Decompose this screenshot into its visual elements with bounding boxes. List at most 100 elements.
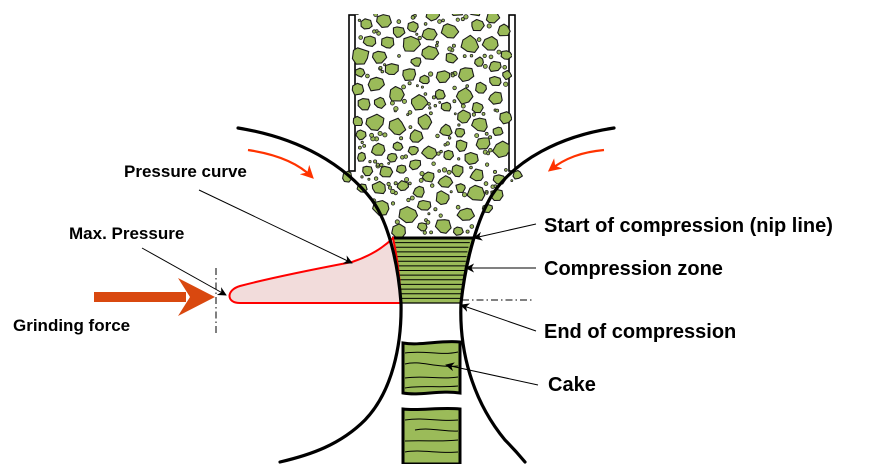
fine-particle: [400, 155, 405, 160]
fine-particle: [474, 133, 480, 139]
particle: [389, 85, 405, 102]
fine-particle: [407, 110, 413, 115]
particle: [395, 164, 407, 174]
particle: [409, 129, 424, 143]
particle: [396, 0, 412, 13]
particle: [355, 129, 367, 141]
fine-particle: [357, 145, 362, 150]
fine-particle: [445, 141, 450, 146]
fine-particle: [484, 162, 490, 167]
fine-particle: [387, 161, 391, 165]
fine-particle: [406, 113, 410, 117]
fine-particle: [438, 213, 443, 218]
fine-particle: [495, 108, 500, 113]
fine-particle: [369, 132, 375, 138]
particle: [434, 219, 452, 234]
particle: [354, 67, 366, 78]
fine-particle: [460, 103, 466, 109]
fine-particle: [455, 204, 461, 210]
label-pressure-curve: Pressure curve: [124, 162, 247, 181]
fine-particle: [401, 98, 407, 104]
leader-end-compression: [460, 303, 537, 332]
particle: [417, 113, 433, 130]
fine-particle: [465, 229, 470, 234]
fine-particle: [452, 85, 457, 91]
particle: [457, 109, 472, 124]
fine-particle: [481, 112, 486, 116]
fine-particle: [441, 167, 448, 173]
fine-particle: [439, 149, 443, 154]
particle: [497, 23, 511, 37]
particle: [410, 57, 422, 67]
particle: [435, 190, 450, 206]
particle: [502, 69, 513, 81]
fine-particle: [377, 130, 383, 136]
particle: [466, 184, 486, 201]
particle: [456, 207, 476, 221]
left-roll: [236, 126, 403, 464]
particle: [475, 81, 487, 94]
rotation-arrow-left-icon: [247, 148, 314, 179]
particle: [396, 180, 410, 192]
fine-particle: [503, 81, 509, 87]
fine-particle: [362, 143, 367, 148]
fine-particle: [365, 73, 370, 79]
fine-particle: [368, 160, 372, 164]
particle: [460, 34, 480, 53]
particle: [386, 152, 398, 163]
fine-particle: [469, 224, 475, 229]
leader-cake: [445, 362, 539, 386]
particle: [351, 47, 370, 65]
fine-particle: [465, 84, 470, 88]
particle: [455, 183, 466, 193]
fine-particle: [437, 19, 442, 24]
fine-particle: [373, 159, 378, 164]
particle: [367, 76, 385, 92]
fine-particle: [488, 135, 493, 140]
fine-particle: [390, 201, 396, 206]
label-start-of-compression: Start of compression (nip line): [544, 215, 833, 237]
fine-particle: [510, 179, 514, 183]
particle: [449, 14, 467, 17]
particle: [488, 91, 503, 105]
fine-particle: [488, 147, 493, 153]
fine-particle: [422, 230, 427, 235]
particle: [418, 74, 430, 85]
particle: [362, 165, 374, 177]
fine-particle: [387, 185, 393, 190]
rotation-arrow-right-icon: [547, 148, 605, 172]
fine-particle: [469, 165, 473, 170]
particle: [370, 142, 386, 156]
particle: [352, 115, 364, 127]
grinding-force-arrow-icon: [94, 278, 215, 316]
fine-particle: [386, 181, 391, 187]
fine-particle: [381, 4, 384, 7]
particle: [492, 140, 510, 159]
fine-particle: [438, 101, 442, 104]
fine-particle: [502, 65, 508, 70]
particle: [485, 14, 501, 24]
particle: [464, 151, 479, 165]
fine-particle: [420, 85, 424, 89]
particle: [455, 139, 468, 153]
label-cake: Cake: [548, 374, 596, 396]
particle: [434, 88, 446, 100]
fine-particle: [408, 125, 413, 129]
particle: [392, 141, 404, 151]
particle: [408, 159, 422, 171]
fine-particle: [375, 9, 379, 13]
fine-particle: [401, 84, 407, 90]
fine-particle: [484, 131, 489, 136]
particle: [466, 14, 482, 17]
feed-particles: [342, 0, 523, 238]
fine-particle: [427, 212, 431, 216]
fine-particle: [452, 99, 457, 104]
leader-pressure-curve: [198, 189, 353, 264]
fine-particle: [410, 15, 416, 20]
fine-particle: [378, 66, 383, 70]
fine-particle: [455, 17, 460, 22]
particle: [471, 101, 484, 114]
particle: [421, 171, 435, 183]
fine-particle: [447, 46, 453, 52]
